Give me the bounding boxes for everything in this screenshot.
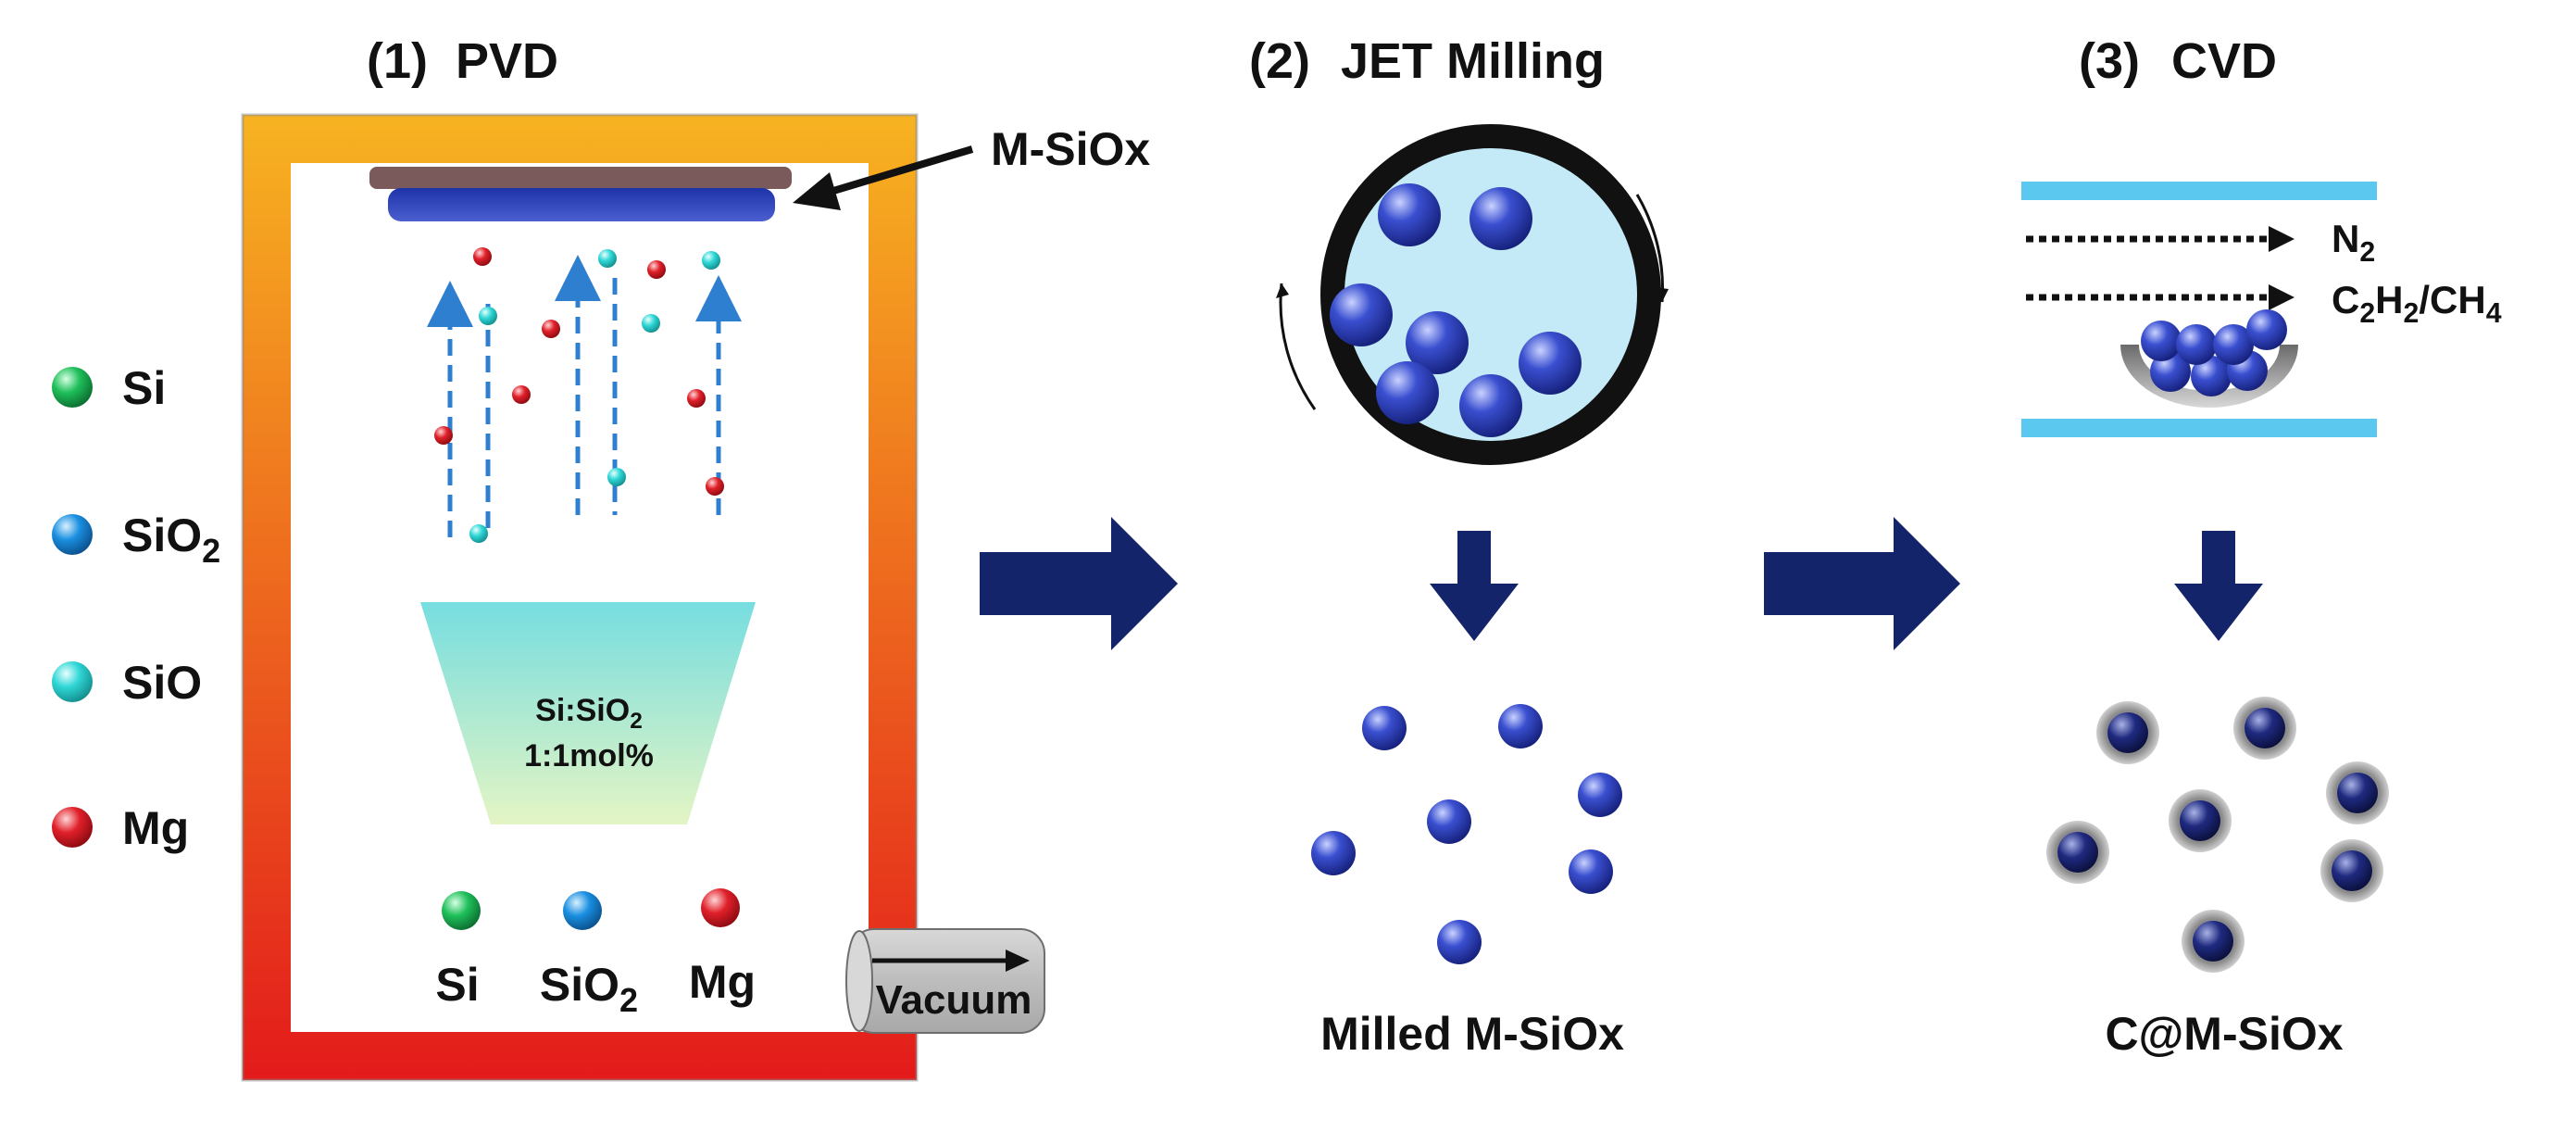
rotation-arc-left bbox=[1279, 283, 1317, 410]
vacuum-outlet: Vacuum bbox=[845, 928, 1045, 1034]
mg-atom-icon bbox=[52, 807, 93, 848]
drum-particles bbox=[1330, 183, 1582, 437]
cvd-boat bbox=[2120, 345, 2298, 408]
step-3-name: CVD bbox=[2171, 33, 2277, 89]
vapor-particles bbox=[434, 247, 724, 543]
milled-product-label: Milled M-SiOx bbox=[1320, 1008, 1624, 1060]
step-1-title: (1) PVD bbox=[367, 33, 558, 89]
legend-label-sio: SiO bbox=[122, 657, 202, 709]
cvd-top-plate bbox=[2021, 182, 2377, 200]
boat-particles bbox=[2141, 309, 2287, 396]
legend-label-sio2: SiO2 bbox=[122, 509, 220, 570]
sio-molecule-icon bbox=[52, 661, 93, 702]
step-1-name: PVD bbox=[456, 33, 558, 89]
process-arrow-2 bbox=[1764, 517, 1960, 650]
legend-label-si: Si bbox=[122, 362, 166, 414]
cvd-product-label: C@M-SiOx bbox=[2105, 1008, 2343, 1060]
cvd-bottom-plate bbox=[2021, 419, 2377, 437]
step-2-name: JET Milling bbox=[1341, 33, 1605, 89]
sio-vapor-particle bbox=[642, 314, 660, 333]
si-atom-icon bbox=[52, 367, 93, 408]
legend: Si SiO2 SiO Mg bbox=[52, 362, 220, 854]
target-pointer-arrow bbox=[813, 145, 974, 200]
sio-vapor-particle bbox=[607, 468, 626, 486]
crucible-ratio-label: Si:SiO2 bbox=[535, 693, 643, 734]
step-3-title: (3) CVD bbox=[2079, 33, 2277, 89]
source-label-mg: Mg bbox=[689, 956, 756, 1008]
m-siox-deposit bbox=[388, 188, 775, 221]
mg-vapor-particle bbox=[473, 247, 492, 266]
mg-vapor-particle bbox=[512, 385, 531, 404]
mg-vapor-particle bbox=[542, 320, 560, 338]
sio-vapor-particle bbox=[469, 524, 488, 543]
mg-vapor-particle bbox=[434, 426, 453, 445]
sio-vapor-particle bbox=[702, 251, 720, 270]
crucible bbox=[420, 602, 756, 824]
target-pointer-head bbox=[793, 172, 841, 210]
source-materials: Si SiO2 Mg bbox=[435, 888, 756, 1019]
sio2-source-icon bbox=[563, 891, 602, 930]
mg-vapor-particle bbox=[647, 260, 666, 279]
source-label-sio2: SiO2 bbox=[540, 959, 638, 1019]
si-source-icon bbox=[442, 891, 481, 930]
step-2-number: (2) bbox=[1249, 33, 1310, 89]
legend-item-mg: Mg bbox=[52, 802, 189, 854]
legend-item-si: Si bbox=[52, 362, 166, 414]
legend-item-sio: SiO bbox=[52, 657, 202, 709]
legend-label-mg: Mg bbox=[122, 802, 189, 854]
down-arrow-milling bbox=[1430, 531, 1519, 641]
crucible-mol-label: 1:1mol% bbox=[524, 738, 654, 774]
step-3-number: (3) bbox=[2079, 33, 2140, 89]
milled-particles bbox=[1311, 704, 1622, 964]
mg-vapor-particle bbox=[706, 477, 724, 496]
step-2-title: (2) JET Milling bbox=[1249, 33, 1605, 89]
substrate-holder bbox=[369, 167, 792, 189]
pvd-furnace: M-SiOx Si:SiO2 1:1mol% bbox=[241, 113, 1150, 1082]
target-label: M-SiOx bbox=[991, 123, 1150, 175]
sio2-molecule-icon bbox=[52, 514, 93, 555]
step-1-number: (1) bbox=[367, 33, 428, 89]
mg-vapor-particle bbox=[687, 389, 706, 408]
process-arrow-1 bbox=[980, 517, 1178, 650]
furnace-chamber bbox=[291, 163, 869, 1032]
cvd-reactor: N2 C2H2/CH4 C@M-SiOx bbox=[2021, 182, 2502, 1060]
sio-vapor-particle bbox=[479, 307, 497, 325]
mg-source-icon bbox=[701, 888, 740, 927]
gas-label-c2h2-ch4: C2H2/CH4 bbox=[2332, 278, 2502, 329]
coated-particles bbox=[2046, 697, 2389, 973]
down-arrow-cvd bbox=[2174, 531, 2263, 641]
legend-item-sio2: SiO2 bbox=[52, 509, 220, 570]
gas-label-n2: N2 bbox=[2332, 217, 2375, 268]
source-label-si: Si bbox=[435, 959, 479, 1011]
jet-mill: Milled M-SiOx bbox=[1276, 124, 1669, 1060]
vacuum-label: Vacuum bbox=[876, 977, 1032, 1023]
sio-vapor-particle bbox=[598, 249, 617, 268]
